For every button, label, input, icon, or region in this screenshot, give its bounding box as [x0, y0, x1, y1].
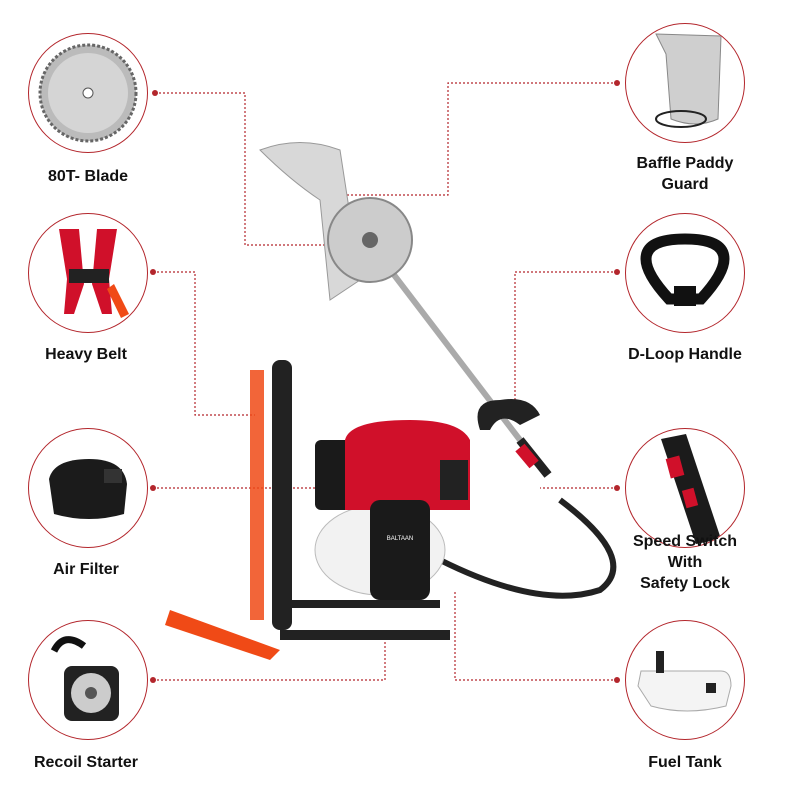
label-d-loop-handle: D-Loop Handle — [628, 346, 742, 363]
connector-baffle — [330, 82, 617, 196]
connector-dloop — [514, 271, 617, 400]
fuel-tank-icon — [637, 651, 732, 712]
feature-circle-speed-switch — [625, 428, 745, 548]
connector-recoil — [153, 630, 386, 681]
connector-blade — [155, 92, 330, 246]
brand-logo-text: BALTAAN — [387, 536, 413, 542]
recoil-starter-icon — [50, 636, 119, 721]
feature-circle-blade — [28, 33, 148, 153]
label-80t-blade: 80T- Blade — [47, 168, 129, 185]
feature-circle-belt — [28, 213, 148, 333]
d-loop-handle-icon — [640, 233, 730, 306]
air-filter-icon — [49, 459, 127, 519]
feature-circle-air-filter — [28, 428, 148, 548]
feature-circle-fuel-tank — [625, 620, 745, 740]
feature-circle-dloop — [625, 213, 745, 333]
label-fuel-tank: Fuel Tank — [648, 754, 722, 771]
label-heavy-belt: Heavy Belt — [45, 346, 127, 363]
saw-blade-icon — [38, 43, 138, 143]
harness-belt-icon — [59, 229, 129, 318]
baffle-guard-icon — [655, 33, 722, 128]
brush-cutter-illustration: BALTAAN — [165, 142, 617, 660]
feature-circle-baffle — [625, 23, 745, 143]
label-air-filter: Air Filter — [53, 561, 119, 578]
speed-switch-icon — [661, 434, 721, 544]
connector-belt — [153, 271, 255, 416]
label-recoil-starter: Recoil Starter — [33, 754, 139, 771]
connector-fuel — [454, 590, 617, 681]
feature-circle-recoil — [28, 620, 148, 740]
